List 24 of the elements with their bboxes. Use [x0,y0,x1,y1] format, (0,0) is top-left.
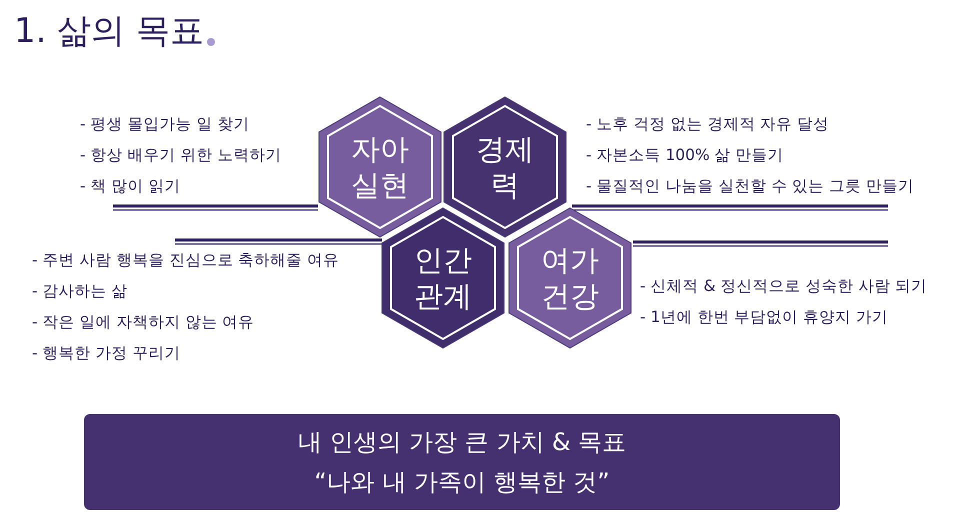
hexagon [508,207,632,349]
list-item: - 노후 걱정 없는 경제적 자유 달성 [586,114,830,135]
list-item: - 평생 몰입가능 일 찾기 [80,114,250,135]
hexagon-label: 자아 실현 [350,131,410,203]
banner-text: “나와 내 가족이 행복한 것” [314,467,610,498]
list-item: - 물질적인 나눔을 실천할 수 있는 그릇 만들기 [586,176,914,197]
list-item: - 1년에 한번 부담없이 휴양지 가기 [640,307,888,328]
hexagon-label: 인간 관계 [413,242,473,314]
banner-text: 내 인생의 가장 큰 가치 & 목표 [298,427,626,458]
list-item: - 행복한 가정 꾸리기 [32,343,180,364]
list-item: - 항상 배우기 위한 노력하기 [80,145,282,166]
hexagon-label: 경제력 [475,131,535,203]
list-item: - 책 많이 읽기 [80,176,180,197]
banner [84,414,840,510]
list-item: - 작은 일에 자책하지 않는 여유 [32,312,254,333]
hexagon [318,96,442,238]
list-item: - 주변 사람 행복을 진심으로 축하해줄 여유 [32,250,340,271]
list-item: - 신체적 & 정신적으로 성숙한 사람 되기 [640,276,928,297]
hexagon [443,96,567,238]
list-item: - 감사하는 삶 [32,281,128,302]
hexagon [381,207,505,349]
page-title: 1. 삶의 목표 [14,10,204,53]
list-item: - 자본소득 100% 삶 만들기 [586,145,784,166]
hexagon-label: 여가 건강 [540,242,600,314]
